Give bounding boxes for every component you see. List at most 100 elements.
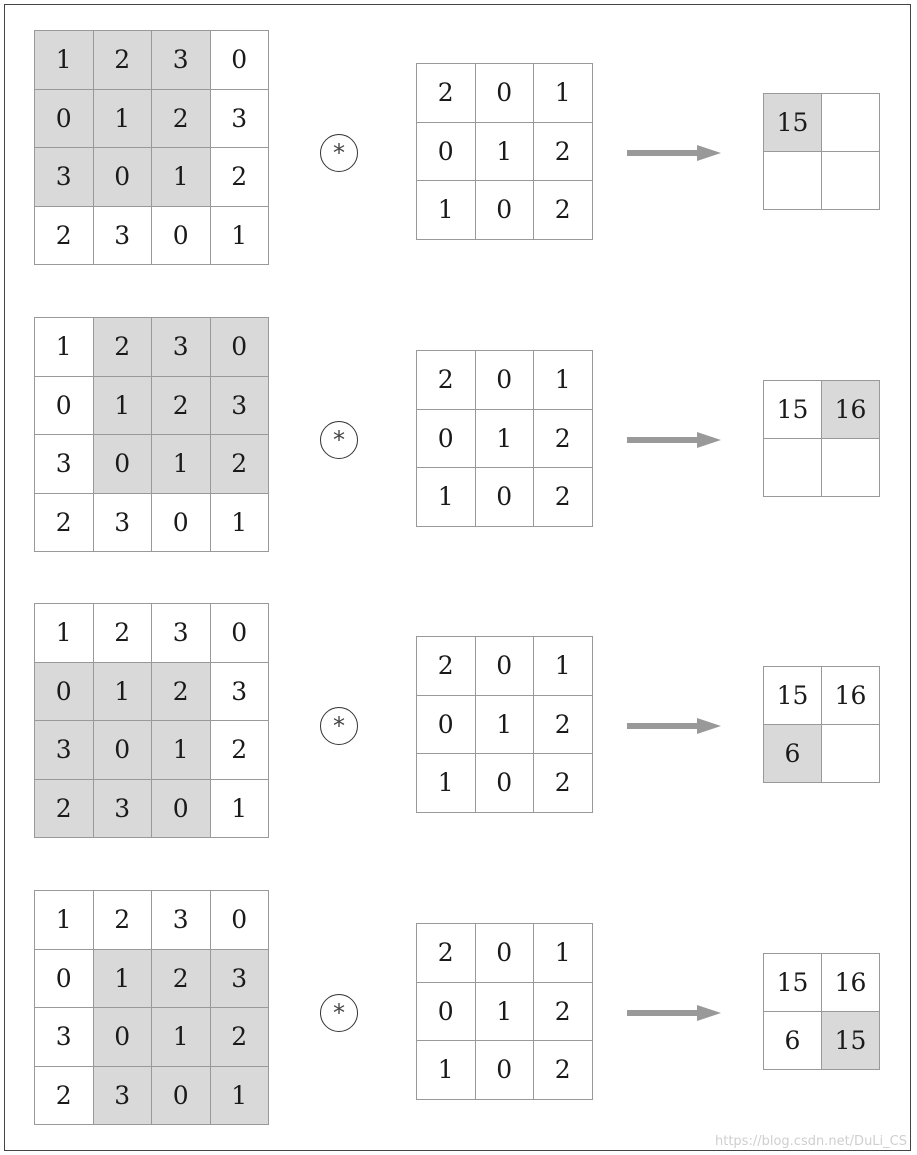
input-cell: 2 — [93, 604, 152, 663]
kernel-cell: 0 — [475, 181, 534, 240]
input-cell: 1 — [210, 493, 269, 552]
input-cell: 3 — [35, 148, 94, 207]
input-cell: 3 — [93, 206, 152, 265]
output-matrix: 15 16 6 — [763, 666, 880, 783]
input-cell: 0 — [93, 435, 152, 494]
kernel-cell: 2 — [417, 637, 476, 696]
input-cell: 3 — [35, 721, 94, 780]
input-cell: 2 — [210, 721, 269, 780]
input-cell: 1 — [210, 779, 269, 838]
arrow-right-icon — [627, 1005, 721, 1021]
kernel-cell: 0 — [417, 695, 476, 754]
input-cell: 3 — [152, 318, 211, 377]
kernel-cell: 2 — [417, 64, 476, 123]
output-cell — [764, 439, 822, 497]
kernel-cell: 1 — [417, 468, 476, 527]
input-cell: 0 — [35, 89, 94, 148]
kernel-matrix: 2 0 1 0 1 2 1 0 2 — [416, 350, 593, 527]
output-matrix: 15 — [763, 93, 880, 210]
input-matrix: 1 2 3 0 0 1 2 3 3 0 1 2 2 3 0 1 — [34, 890, 269, 1125]
kernel-cell: 0 — [475, 1041, 534, 1100]
kernel-cell: 0 — [475, 924, 534, 983]
input-cell: 1 — [152, 435, 211, 494]
input-cell: 1 — [210, 1066, 269, 1125]
input-cell: 1 — [35, 31, 94, 90]
output-matrix: 15 16 6 15 — [763, 953, 880, 1070]
input-cell: 0 — [210, 891, 269, 950]
input-cell: 1 — [152, 721, 211, 780]
input-cell: 2 — [210, 1008, 269, 1067]
output-cell: 16 — [822, 667, 880, 725]
input-cell: 3 — [152, 31, 211, 90]
input-cell: 2 — [93, 318, 152, 377]
kernel-cell: 1 — [475, 695, 534, 754]
input-cell: 2 — [152, 89, 211, 148]
kernel-cell: 1 — [417, 754, 476, 813]
kernel-cell: 0 — [475, 637, 534, 696]
kernel-cell: 2 — [534, 122, 593, 181]
convolution-operator-icon: * — [320, 994, 358, 1032]
output-cell: 15 — [764, 94, 822, 152]
kernel-cell: 1 — [475, 122, 534, 181]
input-cell: 0 — [35, 662, 94, 721]
input-matrix: 1 2 3 0 0 1 2 3 3 0 1 2 2 3 0 1 — [34, 30, 269, 265]
input-cell: 2 — [35, 206, 94, 265]
input-cell: 1 — [93, 662, 152, 721]
output-cell — [764, 152, 822, 210]
convolution-operator-icon: * — [320, 134, 358, 172]
kernel-cell: 0 — [417, 122, 476, 181]
arrow-right-icon — [627, 432, 721, 448]
input-cell: 2 — [35, 493, 94, 552]
input-cell: 3 — [35, 435, 94, 494]
input-cell: 0 — [152, 779, 211, 838]
input-cell: 3 — [93, 493, 152, 552]
input-cell: 1 — [93, 376, 152, 435]
input-cell: 2 — [152, 949, 211, 1008]
kernel-cell: 0 — [475, 754, 534, 813]
output-cell: 15 — [764, 667, 822, 725]
input-cell: 2 — [152, 662, 211, 721]
input-cell: 3 — [210, 89, 269, 148]
input-cell: 2 — [93, 891, 152, 950]
output-cell — [822, 439, 880, 497]
input-cell: 3 — [93, 1066, 152, 1125]
kernel-cell: 0 — [475, 351, 534, 410]
input-cell: 3 — [210, 662, 269, 721]
output-matrix: 15 16 — [763, 380, 880, 497]
kernel-cell: 0 — [475, 468, 534, 527]
input-cell: 1 — [152, 148, 211, 207]
convolution-operator-icon: * — [320, 707, 358, 745]
kernel-cell: 0 — [417, 982, 476, 1041]
convolution-step-4: 1 2 3 0 0 1 2 3 3 0 1 2 2 3 0 1 * 2 0 1 … — [0, 864, 917, 1125]
input-cell: 1 — [35, 891, 94, 950]
input-cell: 2 — [152, 376, 211, 435]
input-cell: 2 — [210, 148, 269, 207]
input-cell: 3 — [152, 604, 211, 663]
input-cell: 3 — [210, 949, 269, 1008]
output-cell: 15 — [822, 1012, 880, 1070]
input-cell: 2 — [210, 435, 269, 494]
input-cell: 1 — [35, 318, 94, 377]
input-cell: 1 — [35, 604, 94, 663]
kernel-cell: 2 — [534, 468, 593, 527]
input-cell: 1 — [152, 1008, 211, 1067]
input-cell: 2 — [93, 31, 152, 90]
kernel-matrix: 2 0 1 0 1 2 1 0 2 — [416, 63, 593, 240]
input-cell: 2 — [35, 1066, 94, 1125]
input-cell: 3 — [35, 1008, 94, 1067]
arrow-right-icon — [627, 718, 721, 734]
kernel-cell: 1 — [534, 64, 593, 123]
output-cell — [822, 152, 880, 210]
kernel-cell: 1 — [417, 181, 476, 240]
input-cell: 0 — [210, 604, 269, 663]
kernel-cell: 1 — [534, 924, 593, 983]
kernel-cell: 0 — [417, 409, 476, 468]
input-cell: 0 — [35, 949, 94, 1008]
input-cell: 0 — [152, 206, 211, 265]
kernel-cell: 2 — [534, 1041, 593, 1100]
output-cell: 16 — [822, 381, 880, 439]
kernel-cell: 2 — [534, 982, 593, 1041]
kernel-matrix: 2 0 1 0 1 2 1 0 2 — [416, 923, 593, 1100]
input-cell: 0 — [93, 1008, 152, 1067]
output-cell: 15 — [764, 954, 822, 1012]
